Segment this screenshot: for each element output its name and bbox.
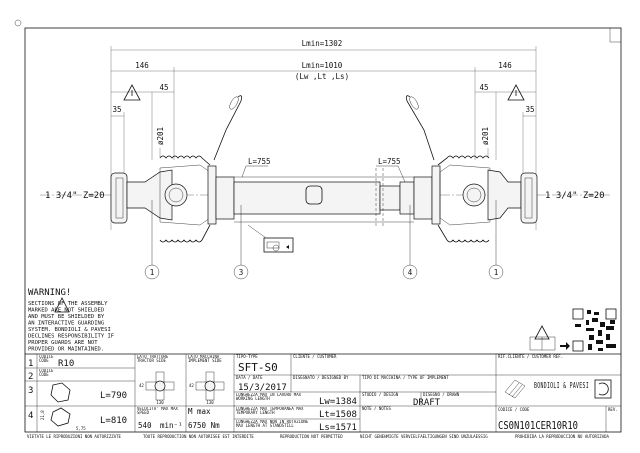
right-guard-dim: 45	[479, 83, 488, 92]
drawing-status: DRAFT	[413, 398, 441, 408]
svg-text:REPRODUCTION NOT PERMITTED: REPRODUCTION NOT PERMITTED	[280, 434, 343, 439]
qr-code-icon[interactable]	[572, 308, 617, 352]
shaft-type: SFT-S0	[238, 361, 278, 374]
temporary-length: Lt=1508	[319, 410, 357, 420]
svg-text:NICHT GENEHMIGTE VERVIELFAELTI: NICHT GENEHMIGTE VERVIELFAELTIGUNGEN SIN…	[360, 434, 488, 439]
dimensions: Lmin=1302 146 146 Lmin=1010 (Lw ,Lt ,Ls)…	[110, 39, 537, 230]
left-tube-length: L=755	[248, 157, 271, 166]
right-spline-label: 1 3/4" Z=20	[545, 191, 605, 201]
max-torque: 6750 Nm	[188, 421, 220, 430]
svg-text:DECLINES RESPONSIBILITY IF: DECLINES RESPONSIBILITY IF	[28, 334, 114, 340]
svg-text:4: 4	[28, 411, 33, 421]
svg-text:MARKED ARE NOT SHIELDED: MARKED ARE NOT SHIELDED	[28, 308, 104, 314]
balloon: 1	[494, 268, 499, 277]
drawing-date: 15/3/2017	[238, 383, 287, 393]
svg-text:VIETATE LE RIPRODUZIONI NON AU: VIETATE LE RIPRODUZIONI NON AUTORIZZATE	[27, 434, 122, 439]
warning-triangle-icon	[123, 84, 141, 101]
working-length-label: LUNGHEZZA MAX IN LAVORO MAX WORKING LENG…	[236, 393, 302, 402]
svg-text:42: 42	[189, 383, 194, 388]
left-spline-label: 1 3/4" Z=20	[45, 191, 105, 201]
balloon: 4	[408, 268, 413, 277]
part-1-code: R10	[58, 359, 74, 369]
part-1-label: CODICE CODE	[39, 355, 54, 364]
svg-text:PROVIDED OR MAINTAINED.: PROVIDED OR MAINTAINED.	[28, 347, 104, 353]
title-block: 1 CODICE CODE R10 2 CODICE CODE 3 L=790 …	[25, 353, 621, 433]
standstill-length: Ls=1571	[319, 423, 357, 433]
warning-title: WARNING!	[28, 288, 71, 298]
overall-length: Lmin=1302	[302, 39, 343, 48]
tractor-speed-icon	[247, 224, 294, 253]
inner-length-note: (Lw ,Lt ,Ls)	[295, 72, 349, 81]
item-balloons: 1 3 4 1	[144, 200, 504, 280]
driveshaft	[110, 95, 538, 243]
svg-text:M max: M max	[188, 407, 211, 416]
tube-profile-4	[50, 407, 71, 427]
svg-text:DATA / DATE: DATA / DATE	[236, 375, 263, 380]
svg-text:RIF.CLIENTE / CUSTOMER REF.: RIF.CLIENTE / CUSTOMER REF.	[498, 354, 563, 359]
balloon: 1	[150, 268, 155, 277]
svg-text:PROHIBIDA LA REPRODUCCION NO A: PROHIBIDA LA REPRODUCCION NO AUTORIZADA	[515, 434, 610, 439]
footer-notices: VIETATE LE RIPRODUZIONI NON AUTORIZZATE …	[27, 434, 610, 439]
right-offset: 146	[498, 61, 512, 70]
svg-text:STUDIO / DESIGN: STUDIO / DESIGN	[362, 392, 399, 397]
drawing-frame	[24, 27, 622, 433]
tube-profile-3	[50, 382, 71, 403]
max-speed-label: VELOCITA' MAX MAX SPEED	[137, 407, 178, 416]
max-speed: 540	[138, 421, 152, 430]
warning-notice: WARNING! SECTIONS OF THE ASSEMBLY MARKED…	[28, 288, 114, 353]
right-diameter: ø201	[481, 127, 490, 145]
svg-text:AND MUST BE SHIELDED BY: AND MUST BE SHIELDED BY	[28, 314, 105, 320]
left-diameter: ø201	[156, 127, 165, 145]
warning-triangle-icon	[507, 84, 525, 101]
punch-hole	[14, 19, 22, 27]
svg-text:42: 42	[139, 383, 144, 388]
left-flange-dim: 35	[112, 105, 121, 114]
svg-text:BONDIOLI & PAVESI: BONDIOLI & PAVESI	[534, 381, 589, 390]
svg-text:1: 1	[28, 359, 33, 369]
svg-text:2: 2	[28, 372, 33, 382]
svg-text:TOUTE REPRODUCTION NON AUTORIS: TOUTE REPRODUCTION NON AUTORISEE EST INT…	[143, 434, 254, 439]
svg-text:3: 3	[28, 386, 33, 396]
tractor-cross-icon	[145, 371, 175, 401]
drawing-code: CS0N101CER10R10	[498, 419, 578, 432]
svg-text:DISEGNATO / DESIGNED BY: DISEGNATO / DESIGNED BY	[293, 375, 349, 380]
svg-text:CODICE / CODE: CODICE / CODE	[498, 407, 530, 412]
left-guard-dim: 45	[159, 83, 168, 92]
svg-text:130: 130	[156, 400, 164, 405]
svg-text:SECTIONS OF THE ASSEMBLY: SECTIONS OF THE ASSEMBLY	[28, 301, 108, 307]
manual-warning-icon	[529, 325, 570, 351]
warning-triangle-icon	[54, 297, 70, 313]
right-flange-dim: 35	[525, 105, 534, 114]
svg-text:CLIENTE / CUSTOMER: CLIENTE / CUSTOMER	[293, 354, 337, 359]
implement-cross-icon	[195, 371, 225, 401]
svg-text:TIPO DI MACCHINA / TYPE OF IMP: TIPO DI MACCHINA / TYPE OF IMPLEMENT	[362, 375, 449, 380]
svg-text:5,75: 5,75	[76, 426, 86, 431]
tractor-side-label: LATO TRATTORE TRACTOR SIDE	[137, 355, 169, 364]
part-2-label: CODICE CODE	[39, 369, 54, 378]
svg-text:21,8: 21,8	[40, 410, 45, 420]
svg-text:SYSTEM. BONDIOLI & PAVESI: SYSTEM. BONDIOLI & PAVESI	[28, 327, 111, 333]
svg-text:DISEGNO / DRAWN: DISEGNO / DRAWN	[423, 392, 460, 397]
brand-logo: BONDIOLI & PAVESI	[504, 379, 612, 399]
standstill-length-label: LUNGHEZZA MAX NON IN ROTAZIONE MAX LENGT…	[236, 420, 309, 429]
svg-text:min⁻¹: min⁻¹	[160, 421, 183, 430]
svg-text:130: 130	[206, 400, 214, 405]
svg-text:REV.: REV.	[608, 407, 618, 412]
tube-profile	[305, 185, 323, 205]
svg-text:NOTE / NOTES: NOTE / NOTES	[362, 406, 391, 411]
balloon: 3	[239, 268, 244, 277]
right-tube-length: L=755	[378, 157, 401, 166]
part-3-length: L=790	[100, 391, 127, 401]
svg-text:AN INTERACTIVE GUARDING: AN INTERACTIVE GUARDING	[28, 321, 104, 327]
left-offset: 146	[135, 61, 149, 70]
inner-length: Lmin=1010	[302, 61, 343, 70]
working-length: Lw=1384	[319, 397, 357, 407]
implement-side-label: LATO MACCHINA IMPLEMENT SIDE	[188, 355, 222, 364]
part-4-length: L=810	[100, 416, 127, 426]
temporary-length-label: LUNGHEZZA MAX TEMPORANEA MAX TEMPORARY L…	[236, 407, 304, 416]
svg-text:TIPO-TYPE: TIPO-TYPE	[236, 354, 258, 359]
svg-text:PROPER GUARDS ARE NOT: PROPER GUARDS ARE NOT	[28, 340, 98, 346]
